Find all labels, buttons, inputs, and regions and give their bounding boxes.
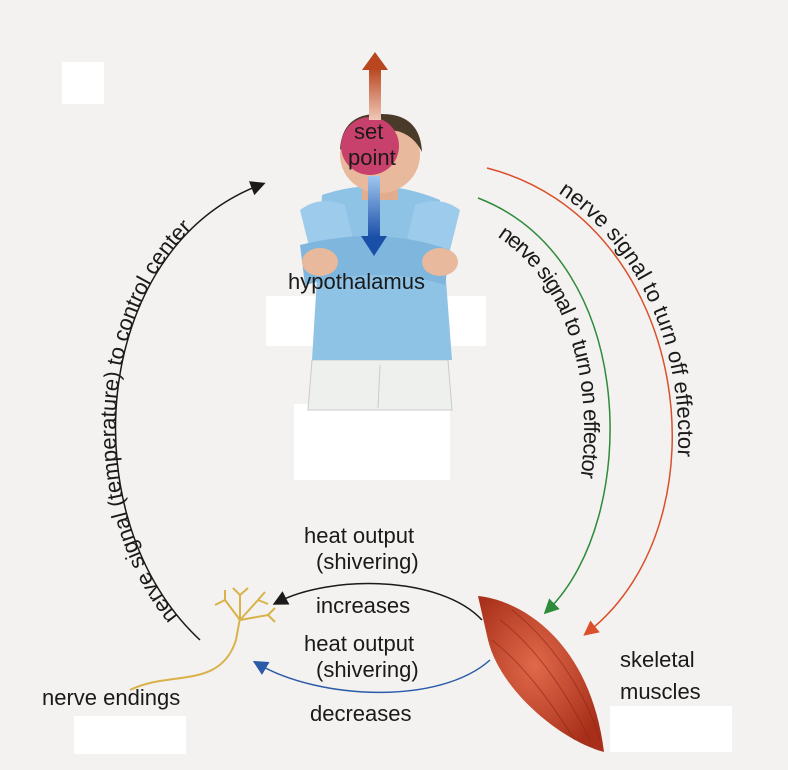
set-point-down-arrow (361, 176, 387, 256)
hypothalamus-label: hypothalamus (288, 269, 425, 294)
set-point-label-line2: point (348, 145, 396, 170)
arc-arrow-sensor-to-control (114, 181, 266, 641)
heat-output-increase-line2: (shivering) (316, 549, 419, 574)
set-point-dot (341, 117, 399, 175)
skeletal-muscle-illustration (478, 596, 604, 752)
skeletal-muscles-label-line2: muscles (620, 679, 701, 704)
blank-label-box-nerve-endings (74, 716, 186, 754)
blank-label-box-topleft (62, 62, 104, 104)
decrease-arrow (252, 659, 491, 694)
increases-label: increases (316, 593, 411, 618)
heat-output-increase-line1: heat output (304, 523, 415, 548)
set-point-up-arrow (362, 52, 388, 120)
heat-output-decrease-line2: (shivering) (316, 657, 419, 682)
blank-label-box-muscles (610, 706, 732, 752)
nerve-endings-label: nerve endings (42, 685, 181, 710)
set-point-label-line1: set (354, 119, 384, 144)
arc-arrow-turn-on-effector (477, 197, 611, 615)
decreases-label: decreases (310, 701, 412, 726)
arc-label-sensor-to-control-text: nerve signal (temperature) to control ce… (95, 214, 195, 629)
arc-label-turn-on-effector: nerve signal to turn on effector (494, 220, 604, 480)
arc-label-turn-on-effector-text: nerve signal to turn on effector (494, 220, 604, 480)
increase-arrow (272, 582, 483, 621)
arc-arrow-turn-off-effector (486, 167, 673, 636)
arc-label-sensor-to-control: nerve signal (temperature) to control ce… (95, 214, 195, 629)
skeletal-muscles-label-line1: skeletal (620, 647, 695, 672)
heat-output-decrease-line1: heat output (304, 631, 415, 656)
nerve-ending-illustration (129, 587, 276, 691)
blank-label-box-center (294, 404, 450, 480)
